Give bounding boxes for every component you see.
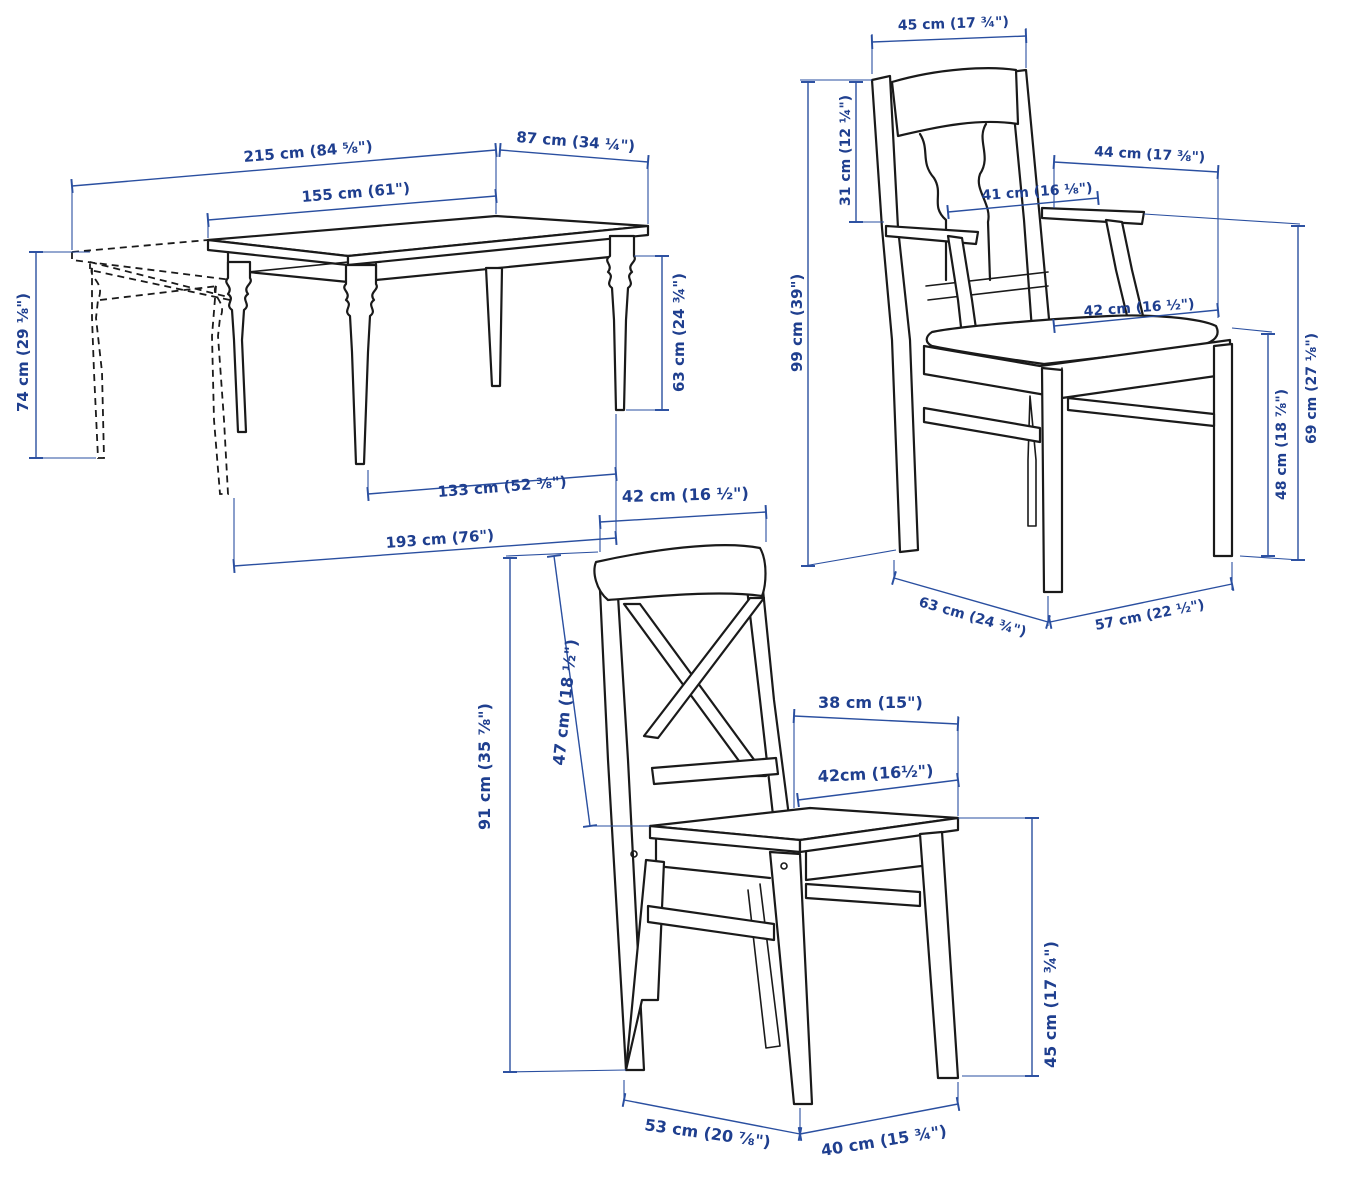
chair-drawing <box>593 544 960 1106</box>
armchair-leg-right <box>1212 342 1234 558</box>
table-height-label: 74 cm (29 ⅛") <box>14 293 32 412</box>
table-leg-front-right <box>606 234 636 412</box>
table-width-label: 87 cm (34 ¼") <box>516 128 636 155</box>
armchair-seat-depth-label: 42 cm (16 ½") <box>1083 296 1195 320</box>
armchair-back-height-label: 31 cm (12 ¼") <box>838 95 854 206</box>
chair-top-rail <box>593 544 767 602</box>
armchair-depth-label: 63 cm (24 ¾") <box>917 594 1028 640</box>
table-leg-back-right <box>484 266 504 388</box>
armchair-seat-height-label: 48 cm (18 ⅞") <box>1274 389 1290 500</box>
armchair-arm-height-label: 69 cm (27 ⅛") <box>1304 333 1320 444</box>
armchair-arm-width-label: 41 cm (16 ⅛") <box>981 180 1093 204</box>
chair-seat-depth-label: 38 cm (15") <box>818 693 923 712</box>
table-length-label: 155 cm (61") <box>301 179 411 206</box>
chair-total-height-label: 91 cm (35 ⅞") <box>475 703 494 830</box>
armchair-leg-front <box>1040 366 1064 594</box>
armchair-drawing <box>870 67 1234 594</box>
table-leg-back-left <box>225 260 252 434</box>
table-leg-front-left <box>343 263 378 466</box>
armchair-seat-width-label: 44 cm (17 ⅜") <box>1094 144 1206 166</box>
armchair-total-height-label: 99 cm (39") <box>788 274 806 372</box>
armchair-width-label: 57 cm (22 ½") <box>1094 597 1206 634</box>
table-drawing <box>71 214 650 495</box>
chair-back-height-label: 47 cm (18 ½") <box>549 638 581 766</box>
armchair-top-rail <box>890 67 1020 138</box>
chair-back-width-label: 42 cm (16 ½") <box>622 484 749 506</box>
chair-seat-width-label: 42cm (16½") <box>817 761 934 786</box>
table-leg-clearance-label: 63 cm (24 ¾") <box>670 273 688 392</box>
armchair-arm-right <box>1040 206 1146 226</box>
armchair-back-width-label: 45 cm (17 ¾") <box>898 14 1010 34</box>
chair-leg-front-right <box>918 830 960 1080</box>
table-leg-span-label: 133 cm (52 ⅜") <box>437 473 567 501</box>
chair-seat-height-label: 45 cm (17 ¾") <box>1041 941 1060 1068</box>
table-extension-leaf-dashed <box>71 239 233 495</box>
chair-depth-label: 53 cm (20 ⅞") <box>643 1115 771 1151</box>
